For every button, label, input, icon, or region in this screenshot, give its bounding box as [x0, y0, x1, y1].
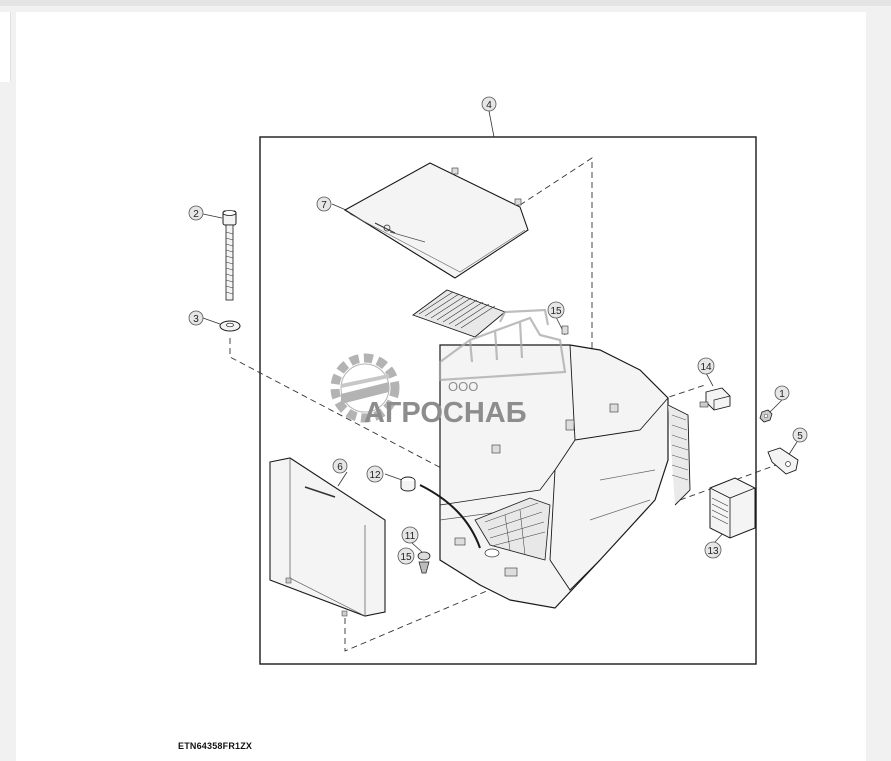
callout-15-bottom: 15 [397, 547, 415, 565]
cap-part-12 [400, 476, 416, 492]
figure-code: ETN64358FR1ZX [178, 741, 253, 751]
svg-text:11: 11 [405, 531, 416, 542]
fastener-part-11 [417, 551, 431, 574]
side-panel-part-6 [269, 457, 386, 617]
callout-12: 12 [366, 465, 384, 483]
callout-7: 7 [316, 196, 332, 212]
svg-text:13: 13 [707, 546, 719, 557]
side-tab [0, 12, 11, 82]
svg-text:12: 12 [369, 470, 381, 481]
svg-text:15: 15 [400, 552, 412, 563]
callout-11: 11 [401, 526, 419, 544]
bracket-part-5 [767, 447, 799, 475]
callout-bubbles: 1 2 3 4 5 6 7 11 [188, 96, 808, 565]
module-part-13 [709, 477, 756, 539]
top-cover-part-7 [343, 162, 529, 279]
callout-3: 3 [188, 310, 204, 326]
svg-text:1: 1 [779, 389, 785, 400]
assembly-frame [259, 136, 757, 665]
clip-part-15 [561, 325, 569, 335]
svg-text:6: 6 [337, 462, 343, 473]
watermark-prefix: ООО [448, 379, 478, 394]
callout-2: 2 [188, 205, 204, 221]
svg-text:15: 15 [550, 306, 562, 317]
watermark-logo [330, 308, 567, 423]
callout-1: 1 [774, 385, 790, 401]
cable [419, 484, 481, 549]
svg-text:3: 3 [193, 314, 199, 325]
svg-text:2: 2 [193, 209, 199, 220]
assembly-dashed-lines [229, 157, 791, 652]
nut-part-1 [759, 409, 773, 423]
bottom-tray-grid [454, 497, 551, 577]
washer-part-3 [219, 320, 241, 332]
svg-text:5: 5 [797, 431, 803, 442]
connector-part-14 [699, 387, 731, 411]
svg-text:7: 7 [321, 200, 327, 211]
callout-13: 13 [704, 541, 722, 559]
filter-element [412, 289, 506, 338]
callout-15-top: 15 [547, 301, 565, 319]
callout-6: 6 [332, 458, 348, 474]
callout-14: 14 [697, 357, 715, 375]
svg-text:14: 14 [700, 362, 712, 373]
bolt-part-2 [222, 210, 237, 301]
callout-5: 5 [792, 427, 808, 443]
callout-4: 4 [481, 96, 497, 112]
top-strip [0, 0, 891, 6]
watermark-company-name: АГРОСНАБ [364, 397, 527, 429]
svg-text:4: 4 [486, 100, 492, 111]
